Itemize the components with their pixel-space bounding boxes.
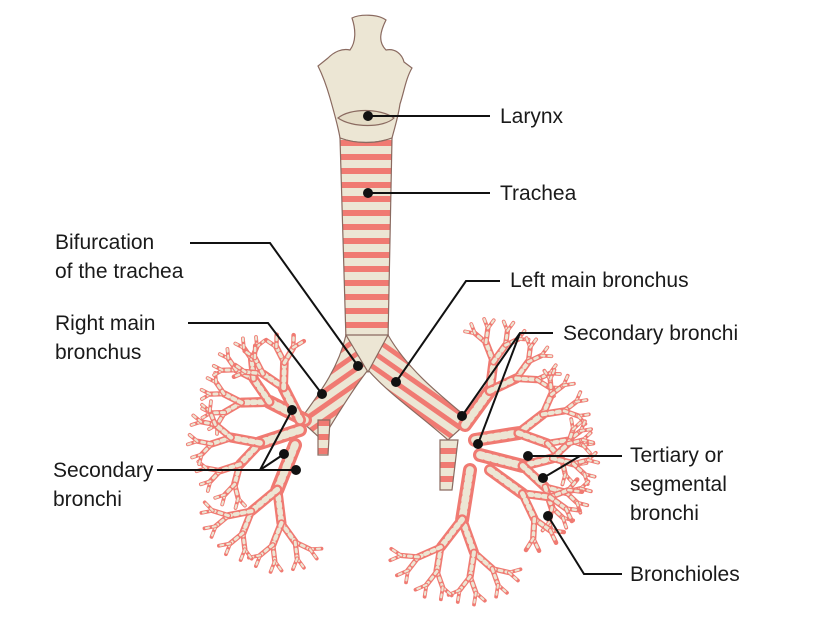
leader-lines xyxy=(157,115,622,575)
label-tertiary-line3: bronchi xyxy=(630,502,699,525)
bronchioles-leader xyxy=(547,515,622,575)
main-bronchi-shape xyxy=(299,333,471,491)
label-bifurcation-line2: of the trachea xyxy=(55,260,184,283)
left-main-leader xyxy=(395,280,500,383)
label-left-main-bronchus: Left main bronchus xyxy=(510,269,689,292)
left-bronchial-tree xyxy=(388,317,601,607)
label-bronchioles: Bronchioles xyxy=(630,563,740,586)
label-trachea: Trachea xyxy=(500,182,577,205)
label-bifurcation-line1: Bifurcation xyxy=(55,231,155,254)
label-right-main-line2: bronchus xyxy=(55,341,142,364)
label-secondary-bronchi-right: Secondary bronchi xyxy=(563,322,739,345)
larynx-shape xyxy=(317,14,413,144)
right-main-leader xyxy=(188,322,323,395)
pointer-dots xyxy=(279,111,553,521)
label-tertiary-line1: Tertiary or xyxy=(630,444,724,467)
right-bronchial-tree xyxy=(185,332,324,574)
tertiary-leader-b xyxy=(542,455,581,479)
bifurcation-leader xyxy=(190,242,359,367)
label-secondary-bronchi-left-line1: Secondary xyxy=(53,459,154,482)
label-right-main-line1: Right main xyxy=(55,312,156,335)
label-tertiary-line2: segmental xyxy=(630,473,727,496)
label-larynx: Larynx xyxy=(500,105,564,128)
secondary-right-leader-b xyxy=(477,332,521,445)
trachea-shape xyxy=(339,137,393,341)
label-secondary-bronchi-left-line2: bronchi xyxy=(53,488,122,511)
